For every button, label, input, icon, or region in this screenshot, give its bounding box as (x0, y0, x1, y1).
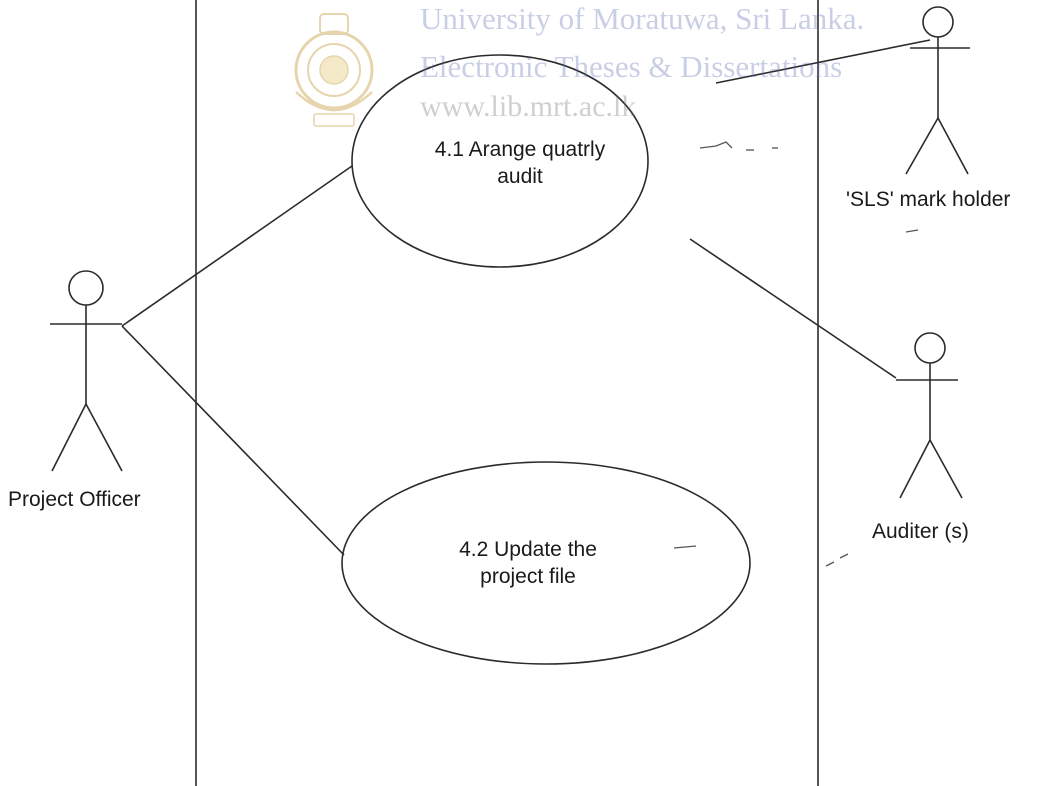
watermark-url: www.lib.mrt.ac.lk (420, 90, 637, 123)
association-officer-4-1 (121, 165, 353, 327)
actor-auditer-label: Auditer (s) (872, 520, 969, 543)
scan-noise-marks (673, 141, 919, 567)
watermark-university: University of Moratuwa, Sri Lanka. (420, 1, 865, 36)
use-case-4-2-line1: 4.2 Update the (459, 538, 597, 561)
actor-sls-mark-holder-figure (905, 6, 970, 175)
association-auditer-4-1 (689, 238, 897, 379)
association-officer-4-2 (121, 325, 345, 556)
use-case-4-1-label: 4.1 Arange quatrly audit (420, 136, 620, 190)
use-case-4-1-line1: 4.1 Arange quatrly (434, 138, 606, 161)
actor-auditer-figure (896, 332, 963, 499)
use-case-4-2-label: 4.2 Update the project file (428, 536, 628, 590)
actor-project-officer-label: Project Officer (8, 488, 141, 511)
association-sls-holder-4-1 (715, 39, 931, 84)
university-seal-logo (294, 13, 374, 127)
use-case-4-2-line2: project file (480, 565, 576, 588)
actor-sls-mark-holder-label: 'SLS' mark holder (846, 188, 1011, 211)
use-case-4-1-line2: audit (497, 165, 543, 188)
use-case-4-1-ellipse (351, 54, 649, 268)
watermark-theses: Electronic Theses & Dissertations (420, 49, 843, 84)
use-case-4-2-ellipse (341, 461, 751, 665)
actor-project-officer-figure (50, 270, 123, 472)
